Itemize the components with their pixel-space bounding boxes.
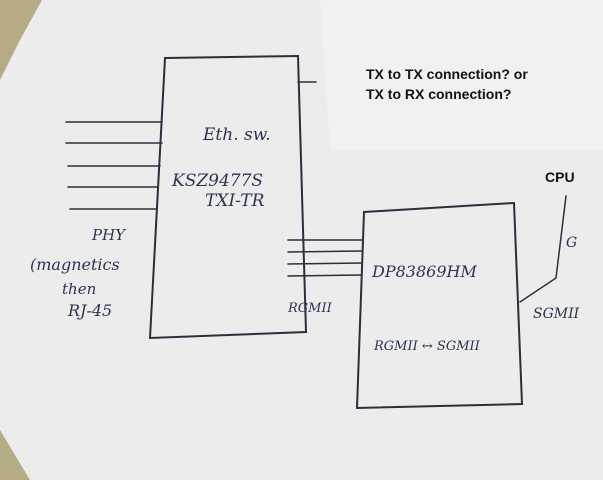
- phy-note-line-3: then: [62, 280, 96, 298]
- phy-block: DP83869HM RGMII ↔ SGMII: [355, 201, 524, 410]
- question-line-2: TX to RX connection?: [366, 86, 511, 102]
- switch-title: Eth. sw.: [202, 125, 271, 145]
- paper-highlight: [320, 0, 603, 150]
- phy-block-outline: [355, 201, 524, 410]
- phy-note: PHY (magnetics then RJ-45: [30, 226, 127, 320]
- switch-part-number: KSZ9477S: [171, 171, 263, 191]
- cpu-port-label: G: [566, 235, 577, 251]
- switch-port-lines: [65, 121, 163, 210]
- question-line-1: TX to TX connection? or: [366, 66, 528, 82]
- sgmii-link-line: [519, 195, 567, 303]
- phy-part-number: DP83869HM: [371, 262, 477, 281]
- bus-line: [287, 250, 363, 253]
- bus-line: [287, 274, 363, 277]
- phy-conversion-label: RGMII ↔ SGMII: [373, 339, 481, 354]
- rgmii-bus-lines: [287, 239, 363, 277]
- phy-note-line-1: PHY: [91, 226, 127, 244]
- cpu-label: CPU: [545, 169, 575, 185]
- bus-line: [287, 262, 363, 265]
- phy-note-line-2: (magnetics: [30, 255, 120, 274]
- switch-variant: TXI-TR: [205, 191, 265, 211]
- rgmii-label: RGMII: [287, 301, 333, 316]
- switch-block: Eth. sw. KSZ9477S TXI-TR: [148, 54, 308, 340]
- phy-note-line-4: RJ-45: [67, 301, 112, 320]
- sgmii-label: SGMII: [533, 306, 580, 322]
- switch-block-outline: [148, 54, 308, 340]
